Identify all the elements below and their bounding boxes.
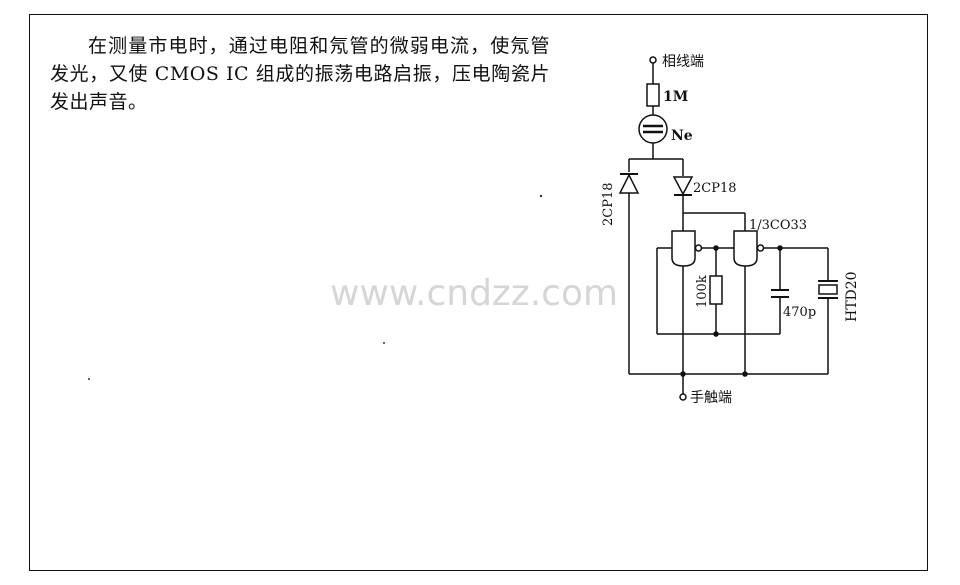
nand-gate-2: [733, 230, 765, 374]
phase-terminal-label: 相线端: [662, 54, 704, 70]
description-text: 在测量市电时，通过电阻和氖管的微弱电流，使氖管发光，又使 CMOS IC 组成的…: [50, 35, 550, 113]
neon-lamp: [638, 114, 668, 144]
touch-terminal-label: 手触端: [690, 390, 732, 406]
resistor-1m-label: 1M: [663, 89, 688, 105]
diode-left-label: 2CP18: [601, 182, 616, 226]
resistor-1m: [646, 83, 660, 107]
diode-right: [672, 176, 694, 213]
scan-speck: [539, 194, 543, 198]
ic-label: 1/3CO33: [749, 218, 807, 233]
phase-terminal-node: [649, 56, 657, 64]
diode-left: [618, 173, 640, 374]
resistor-100k: [709, 275, 723, 305]
scan-speck: [88, 378, 90, 380]
capacitor-470p: [771, 289, 789, 298]
resistor-100k-label: 100k: [695, 275, 710, 308]
diode-right-label: 2CP18: [693, 181, 737, 196]
capacitor-label: 470p: [783, 305, 816, 320]
watermark: www.cndzz.com: [330, 273, 618, 314]
piezo-buzzer: [818, 280, 838, 299]
figure-frame: [29, 14, 928, 571]
scan-speck: [383, 342, 385, 344]
touch-terminal-node: [679, 393, 687, 401]
neon-label: Ne: [671, 128, 693, 144]
buzzer-label: HTD20: [844, 271, 860, 322]
